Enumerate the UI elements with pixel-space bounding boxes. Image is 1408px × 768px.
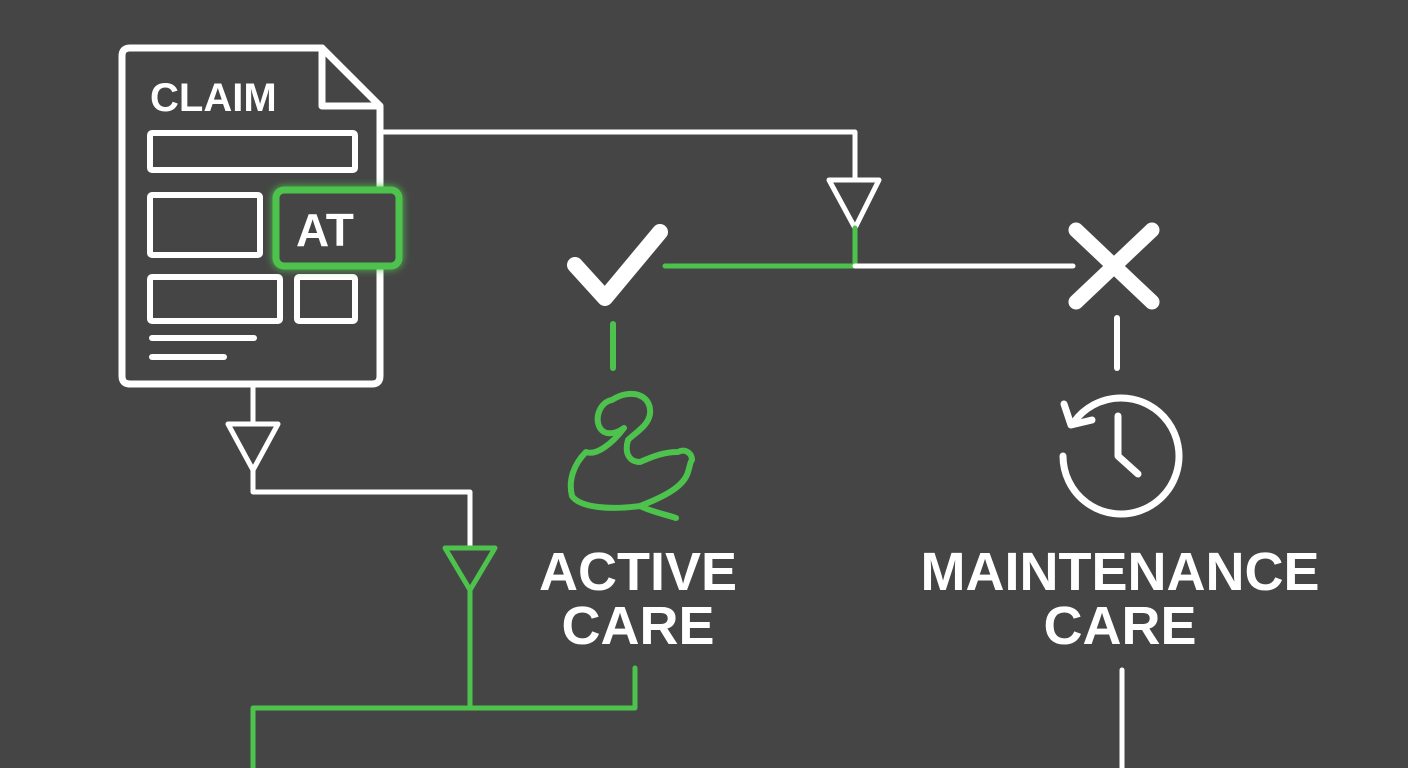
maintenance-care-line1: MAINTENANCE xyxy=(921,542,1320,602)
maintenance-care-line2: CARE xyxy=(1043,596,1196,656)
claim-document-icon xyxy=(118,44,384,388)
deny-x-icon xyxy=(1068,222,1160,310)
approve-check-icon xyxy=(567,224,668,306)
at-modifier-box xyxy=(272,186,403,270)
maintenance-clock-history-icon xyxy=(1059,394,1183,518)
active-care-line2: CARE xyxy=(561,596,714,656)
lower-flow-connector xyxy=(225,383,1125,768)
claim-title: CLAIM xyxy=(150,76,277,120)
active-flexed-arm-icon xyxy=(567,390,695,521)
at-modifier-label: AT xyxy=(296,204,354,256)
decision-connector xyxy=(381,129,1076,269)
active-care-line1: ACTIVE xyxy=(539,542,737,602)
